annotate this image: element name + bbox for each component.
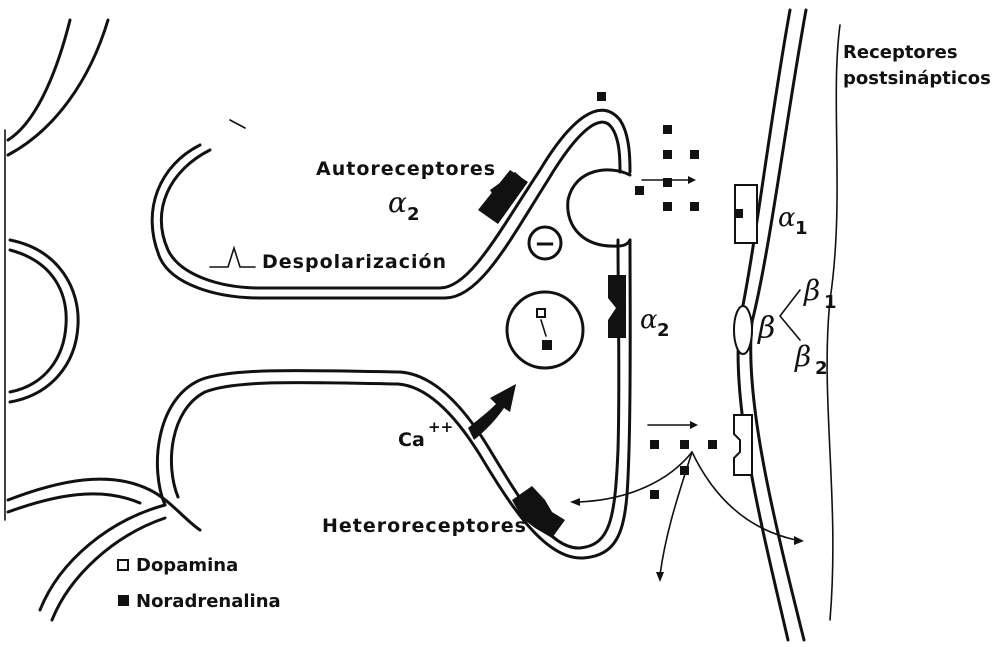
postsynaptic-label-line2: postsinápticos (843, 68, 991, 89)
alpha1-subscript: 1 (795, 218, 808, 239)
alpha2-mid-symbol: α (640, 305, 658, 335)
inhibition-symbol: − (529, 227, 561, 259)
alpha2-top-symbol: α (388, 186, 407, 219)
beta-branch-lines (780, 290, 800, 340)
alpha2-mid-subscript: 2 (657, 320, 670, 341)
beta2-subscript: 2 (815, 358, 828, 379)
beta2-symbol: β (794, 340, 811, 373)
synaptic-vesicle (507, 292, 583, 368)
vesicle-noradrenaline (542, 340, 552, 350)
vesicle-dopamine (537, 309, 545, 317)
legend: Dopamina Noradrenalina (118, 555, 281, 612)
beta1-symbol: β (803, 274, 820, 307)
autoreceptors-label: Autoreceptores (316, 158, 496, 180)
beta1-subscript: 1 (824, 292, 837, 313)
calcium-superscript: ++ (428, 418, 453, 436)
legend-noradrenaline-swatch (118, 595, 129, 606)
spike-icon (210, 248, 255, 267)
postsynaptic-label-line1: Receptores (843, 42, 958, 63)
alpha2-top-subscript: 2 (407, 204, 420, 225)
autoreceptor-alpha2-mid (608, 275, 626, 338)
legend-noradrenaline-label: Noradrenalina (136, 591, 281, 612)
cell-body (5, 20, 260, 620)
beta-symbol: β (757, 311, 775, 346)
postsynaptic-receptor-lower (734, 415, 752, 475)
depolarization-label: Despolarización (262, 251, 447, 273)
inhibition-sign: − (534, 229, 556, 259)
legend-dopamine-label: Dopamina (136, 555, 238, 576)
legend-dopamine-swatch (118, 560, 128, 570)
postsynaptic-beta-receptor (734, 306, 752, 354)
calcium-influx-arrow (468, 384, 516, 440)
heteroreceptors-label: Heteroreceptores (322, 515, 527, 537)
alpha1-symbol: α (778, 203, 796, 233)
exocytosis-vesicle (568, 170, 630, 246)
calcium-label: Ca (398, 429, 425, 451)
